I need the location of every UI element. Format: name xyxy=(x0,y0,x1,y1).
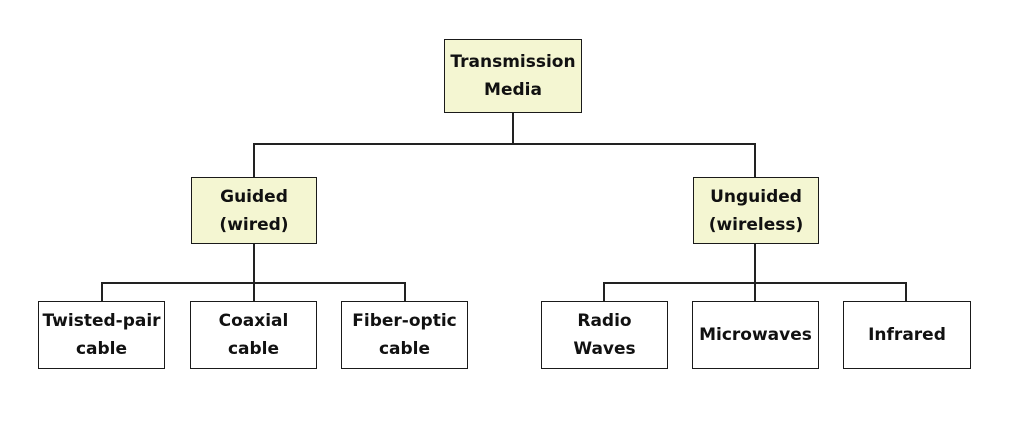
guided-node-line2: (wired) xyxy=(219,214,289,235)
microwaves-label: Microwaves xyxy=(699,325,812,345)
category-node-unguided: Unguided (wireless) xyxy=(693,177,819,244)
leaf-node-infrared: Infrared xyxy=(843,301,971,369)
radio-waves-line2: Waves xyxy=(573,339,636,359)
fiber-optic-drop-line xyxy=(404,282,406,301)
radio-waves-drop-line xyxy=(603,282,605,301)
guided-node-line1: Guided xyxy=(220,186,288,207)
guided-drop-line xyxy=(253,143,255,177)
leaf-node-twisted-pair-cable: Twisted-pair cable xyxy=(38,301,165,369)
coaxial-line1: Coaxial xyxy=(218,311,289,331)
twisted-pair-line2: cable xyxy=(75,339,128,359)
radio-waves-line1: Radio xyxy=(577,311,632,331)
infrared-label: Infrared xyxy=(868,325,946,345)
category-bus-line xyxy=(253,143,756,145)
root-node-line1: Transmission xyxy=(450,52,576,72)
unguided-node-line1: Unguided xyxy=(710,186,802,207)
coaxial-drop-line xyxy=(253,282,255,301)
category-node-guided: Guided (wired) xyxy=(191,177,317,244)
leaf-node-coaxial-cable: Coaxial cable xyxy=(190,301,317,369)
leaf-node-radio-waves: Radio Waves xyxy=(541,301,668,369)
guided-stem-line xyxy=(253,243,255,283)
coaxial-line2: cable xyxy=(227,339,280,359)
root-node-line2: Media xyxy=(484,80,542,100)
microwaves-drop-line xyxy=(754,282,756,301)
infrared-drop-line xyxy=(905,282,907,301)
twisted-pair-line1: Twisted-pair xyxy=(42,311,161,331)
root-stem-line xyxy=(512,113,514,144)
unguided-stem-line xyxy=(754,243,756,283)
fiber-optic-line2: cable xyxy=(378,339,431,359)
unguided-node-line2: (wireless) xyxy=(708,214,804,235)
fiber-optic-line1: Fiber-optic xyxy=(352,311,457,331)
leaf-node-fiber-optic-cable: Fiber-optic cable xyxy=(341,301,468,369)
twisted-pair-drop-line xyxy=(101,282,103,301)
unguided-drop-line xyxy=(754,143,756,177)
leaf-node-microwaves: Microwaves xyxy=(692,301,819,369)
root-node-transmission-media: Transmission Media xyxy=(444,39,582,113)
